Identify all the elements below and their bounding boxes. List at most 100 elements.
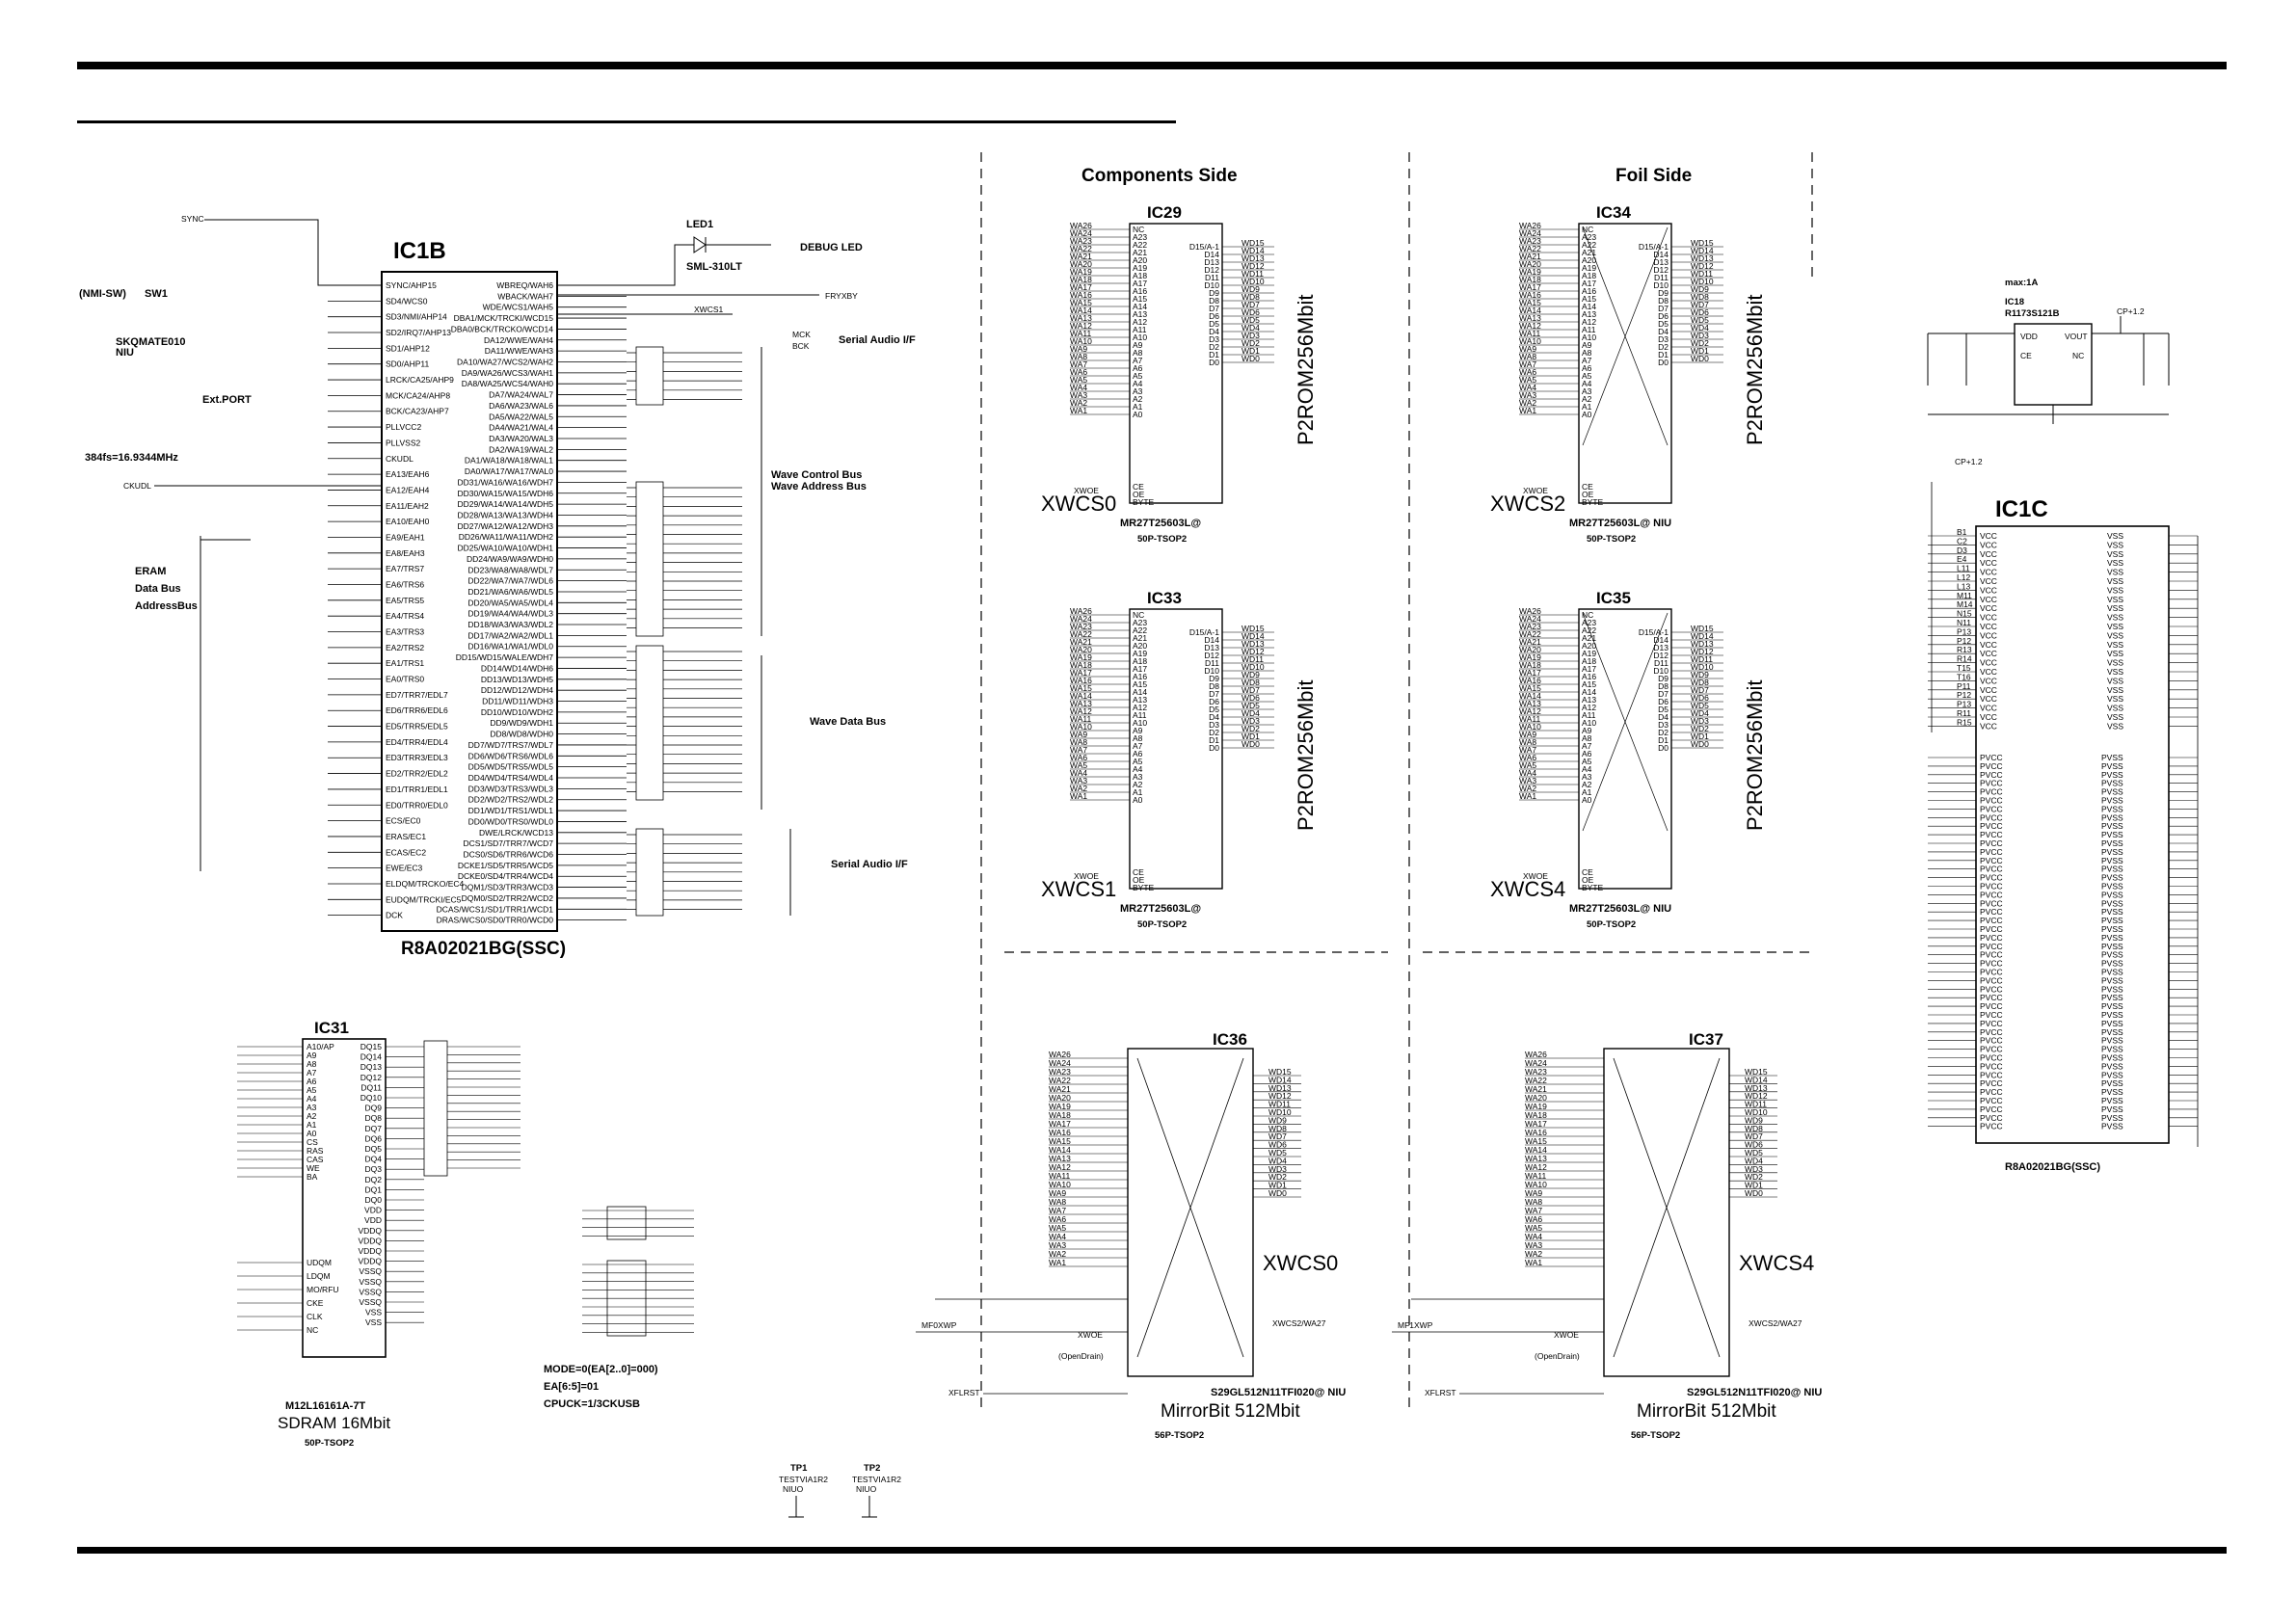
ic1c-vcc-pin: VCC xyxy=(1980,667,1997,677)
rom-right-pin: D4 xyxy=(1209,327,1219,336)
ic1b-left-pin-label: SD4/WCS0 xyxy=(386,296,428,306)
ic1c-pvcc-pin: PVCC xyxy=(1980,821,2003,831)
rom-data-net: WD0 xyxy=(1691,739,1709,749)
rom-description: P2ROM256Mbit xyxy=(1743,294,1767,445)
ic1c-vss-pin: VSS xyxy=(2107,658,2123,668)
rom-address-net: WA21 xyxy=(1070,637,1092,647)
rom-description: P2ROM256Mbit xyxy=(1294,679,1318,831)
rom-address-net: WA19 xyxy=(1519,267,1541,277)
tp2-testvia: TESTVIA1R2 xyxy=(852,1475,901,1484)
flash-address-net: WA9 xyxy=(1525,1188,1542,1198)
ic1c-pin-number: M11 xyxy=(1957,591,1972,600)
rom-data-net: WD15 xyxy=(1691,238,1714,248)
flash-address-net: WA10 xyxy=(1049,1180,1071,1189)
flash-address-net: WA13 xyxy=(1049,1154,1071,1163)
rom-left-pin: A0 xyxy=(1133,410,1143,419)
ic1c-pin-number: R13 xyxy=(1957,645,1972,654)
rom-left-pin: A17 xyxy=(1133,279,1147,288)
ic1b-right-pin-label: DA6/WA23/WAL6 xyxy=(489,401,553,411)
rom-left-pin: A0 xyxy=(1133,795,1143,805)
rom-address-net: WA13 xyxy=(1519,313,1541,323)
rom-data-net: WD3 xyxy=(1241,331,1260,340)
ic1b-right-pins: WBREQ/WAH6WBACK/WAH7WDE/WCS1/WAH5DBA1/MC… xyxy=(437,280,627,925)
ic1c-vcc-pin: VCC xyxy=(1980,712,1997,722)
ic1c-pvss-pin: PVSS xyxy=(2101,950,2123,960)
rom-left-pin: A3 xyxy=(1133,772,1143,782)
resistor-array xyxy=(635,828,664,917)
ic1c-vss-pin: VSS xyxy=(2107,613,2123,623)
rom-address-net: WA24 xyxy=(1519,228,1541,238)
rom-left-pin: A23 xyxy=(1582,232,1596,242)
rom-right-pin: D10 xyxy=(1653,666,1669,676)
rom-address-net: WA9 xyxy=(1519,344,1536,354)
ic1c-pin-number: P12 xyxy=(1957,690,1971,700)
flash-address-net: WA15 xyxy=(1049,1136,1071,1146)
ic1b-right-pin-label: DA8/WA25/WCS4/WAH0 xyxy=(462,379,554,388)
rom-left-pin: A15 xyxy=(1582,679,1596,689)
ic1c-pin-number: P12 xyxy=(1957,636,1971,646)
ic1c-pvss-pin: PVSS xyxy=(2101,933,2123,943)
eram-bus-line xyxy=(200,536,251,871)
ic1b-right-pin-label: DD15/WD15/WALE/WDH7 xyxy=(456,652,554,662)
rom-left-pin: A12 xyxy=(1582,703,1596,712)
rom-left-pin: A21 xyxy=(1133,248,1147,257)
ic1b-left-pin-label: ED6/TRR6/EDL6 xyxy=(386,705,448,715)
ic1c-pin-number: B1 xyxy=(1957,527,1967,537)
ic31-left-pin: A3 xyxy=(307,1103,317,1112)
ic1c-pvcc-pin: PVCC xyxy=(1980,898,2003,908)
rom-right-pin: D14 xyxy=(1653,635,1669,645)
rom-address-net: WA26 xyxy=(1070,221,1092,230)
rom-left-pin: NC xyxy=(1133,610,1144,620)
ic31-right-pin: DQ15 xyxy=(360,1042,382,1051)
ic1c-vss-pin: VSS xyxy=(2107,667,2123,677)
serial-audio-label-2: Serial Audio I/F xyxy=(831,859,908,870)
rom-data-net: WD10 xyxy=(1241,277,1265,286)
rom-right-pin: D14 xyxy=(1204,250,1219,259)
rom-left-pin: A16 xyxy=(1582,672,1596,681)
flash-address-net: WA22 xyxy=(1525,1076,1547,1085)
ic1b-left-pin-label: SD1/AHP12 xyxy=(386,343,430,353)
flash-address-net: WA5 xyxy=(1049,1223,1066,1233)
rom-left-pin: A6 xyxy=(1133,363,1143,373)
rom-left-pin: A5 xyxy=(1133,371,1143,381)
rom-address-net: WA15 xyxy=(1519,683,1541,693)
ic1b-body xyxy=(381,271,558,932)
ic1b-right-pin-label: DD22/WA7/WA7/WDL6 xyxy=(467,576,553,586)
flash-data-net: WD3 xyxy=(1745,1164,1763,1174)
flash-data-net: WD11 xyxy=(1268,1100,1291,1109)
rom-control-pin: OE xyxy=(1582,875,1594,885)
rom-left-pin: A14 xyxy=(1582,302,1596,311)
rom-data-net: WD9 xyxy=(1241,670,1260,679)
ic1b-right-pin-label: DD16/WA1/WA1/WDL0 xyxy=(467,642,553,652)
mode-line-2: EA[6:5]=01 xyxy=(544,1381,599,1393)
ic31-left-pin: A6 xyxy=(307,1077,317,1086)
ic1c-pin-number: R14 xyxy=(1957,654,1972,664)
rom-control-pin: BYTE xyxy=(1133,497,1155,507)
rom-control-pin: BYTE xyxy=(1582,883,1604,892)
flash-address-net: WA21 xyxy=(1525,1084,1547,1094)
flash-address-net: WA23 xyxy=(1049,1067,1071,1077)
flash-data-net: WD5 xyxy=(1268,1148,1287,1157)
ic1c-pvss-pin: PVSS xyxy=(2101,1027,2123,1037)
rom-left-pin: A4 xyxy=(1133,764,1143,774)
rom-address-net: WA23 xyxy=(1519,622,1541,631)
rom-right-pin: D13 xyxy=(1204,643,1219,652)
rom-left-pin: A21 xyxy=(1582,248,1596,257)
rom-address-net: WA20 xyxy=(1070,259,1092,269)
ic1c-vcc-pin: VCC xyxy=(1980,685,1997,695)
ic31-left-pin: A2 xyxy=(307,1111,317,1121)
flash-wp-net: MF0XWP xyxy=(921,1320,957,1330)
mode-line-3: CPUCK=1/3CKUSB xyxy=(544,1398,640,1410)
rom-data-net: WD8 xyxy=(1241,292,1260,302)
ic1c-pin-number: D3 xyxy=(1957,545,1967,555)
ic1c-pvss-pin: PVSS xyxy=(2101,1010,2123,1020)
ic1b-left-pin-label: MCK/CA24/AHP8 xyxy=(386,390,450,400)
rom-address-net: WA24 xyxy=(1070,228,1092,238)
flash-opendrain: (OpenDrain) xyxy=(1058,1351,1104,1361)
rom-left-pin: A1 xyxy=(1582,402,1592,412)
flash-data-net: WD1 xyxy=(1745,1181,1763,1190)
ic1c-vss-pin: VSS xyxy=(2107,558,2123,568)
rom-address-net: WA10 xyxy=(1519,722,1541,732)
rom-left-pin: A7 xyxy=(1133,356,1143,365)
